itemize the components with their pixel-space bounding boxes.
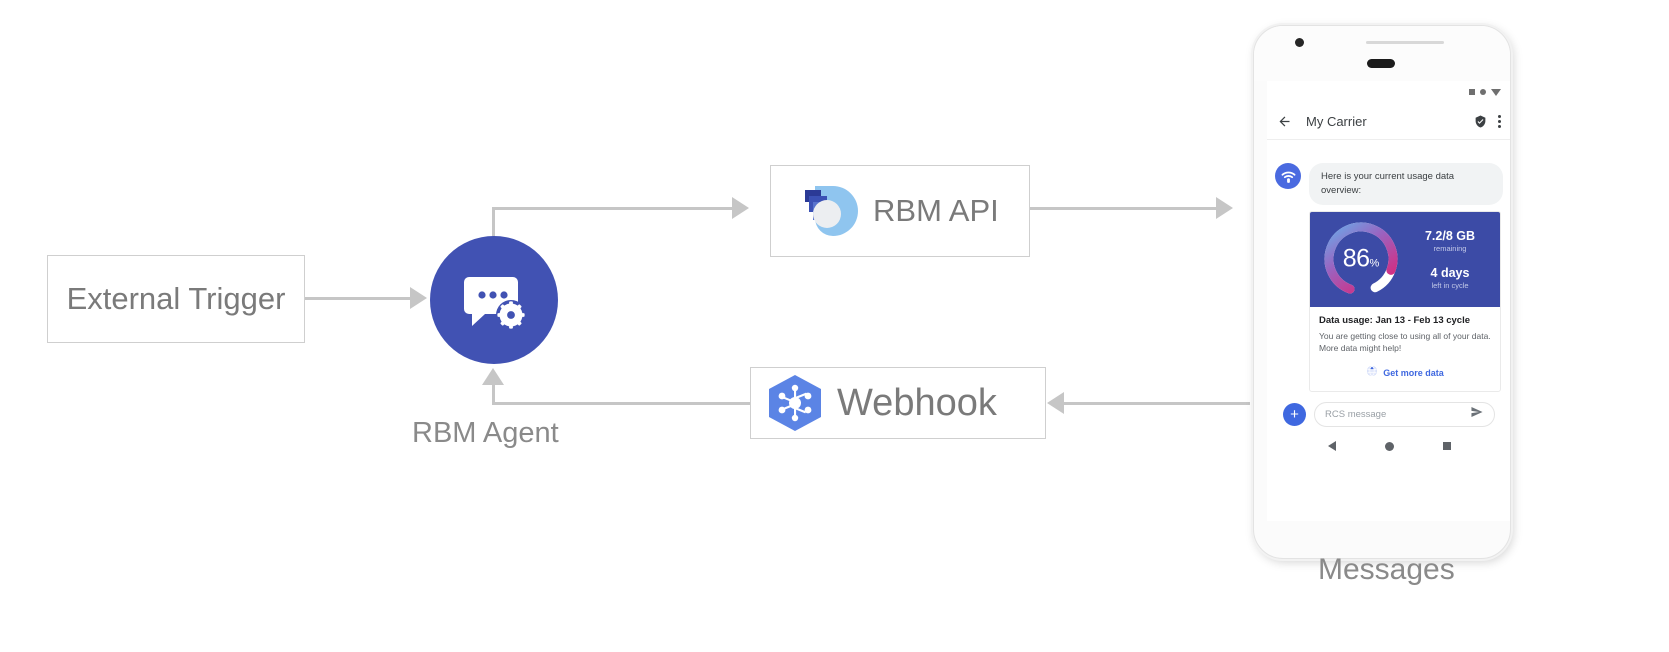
phone-speaker-icon xyxy=(1367,59,1395,68)
recents-square-icon[interactable] xyxy=(1442,442,1451,451)
home-circle-icon[interactable] xyxy=(1384,441,1394,451)
gauge-value: 86 xyxy=(1342,244,1370,273)
phone-camera-icon xyxy=(1295,38,1304,47)
back-triangle-icon[interactable] xyxy=(1327,441,1336,452)
android-nav-bar xyxy=(1275,433,1503,459)
conversation-area: Here is your current usage data overview… xyxy=(1267,163,1510,460)
connector-agent-up xyxy=(492,207,495,239)
arrowhead-trigger-to-agent xyxy=(410,287,427,309)
stat-days-sub: left in cycle xyxy=(1431,280,1469,290)
phone-mockup: My Carrier Here is your curr xyxy=(1253,25,1511,559)
message-composer: + RCS message xyxy=(1275,392,1503,433)
rbm-agent-caption: RBM Agent xyxy=(412,417,559,449)
phone-screen: My Carrier Here is your curr xyxy=(1267,81,1510,521)
arrowhead-phone-to-webhook xyxy=(1047,392,1064,414)
messages-caption: Messages xyxy=(1318,553,1455,586)
card-body: Data usage: Jan 13 - Feb 13 cycle You ar… xyxy=(1310,307,1500,392)
rcs-message-input[interactable]: RCS message xyxy=(1314,402,1495,428)
plus-icon[interactable]: + xyxy=(1283,403,1306,427)
arrowhead-agent-to-api xyxy=(732,197,749,219)
arrowhead-webhook-to-agent xyxy=(482,368,504,385)
status-bar xyxy=(1267,81,1510,103)
connector-agent-up-stub xyxy=(492,385,495,403)
triangle-down-icon xyxy=(1491,88,1501,96)
stat-data-sub: remaining xyxy=(1433,243,1467,253)
rbm-api-logo-icon xyxy=(801,186,858,236)
external-trigger-label: External Trigger xyxy=(66,281,286,316)
rcs-message-placeholder: RCS message xyxy=(1325,409,1387,421)
app-bar-title: My Carrier xyxy=(1306,113,1367,129)
dot-icon xyxy=(1480,89,1486,95)
arrowhead-api-to-phone xyxy=(1216,197,1233,219)
gauge-label: 86% xyxy=(1318,245,1404,274)
connector-webhook-to-agent xyxy=(492,402,750,405)
gauge-unit: % xyxy=(1369,257,1380,270)
webhook-node[interactable]: Webhook xyxy=(750,367,1046,439)
card-hero: 86% 7.2/8 GB remaining 4 days left in cy… xyxy=(1310,211,1500,307)
globe-icon xyxy=(1366,364,1378,382)
rcs-bot-icon xyxy=(1275,163,1301,189)
usage-gauge: 86% xyxy=(1318,216,1404,302)
chat-gear-icon xyxy=(464,277,526,330)
connector-api-to-phone xyxy=(1030,207,1216,210)
stat-data-main: 7.2/8 GB xyxy=(1424,228,1476,243)
external-trigger-node[interactable]: External Trigger xyxy=(47,255,305,343)
verified-shield-icon xyxy=(1474,115,1487,128)
stat-days-main: 4 days xyxy=(1430,265,1470,280)
phone-top-bezel xyxy=(1254,26,1510,81)
webhook-label: Webhook xyxy=(837,381,997,424)
stat-block-data: 7.2/8 GB remaining xyxy=(1404,229,1496,253)
bot-message-bubble: Here is your current usage data overview… xyxy=(1309,163,1503,205)
card-title: Data usage: Jan 13 - Feb 13 cycle xyxy=(1319,314,1471,326)
connector-phone-to-webhook xyxy=(1064,402,1250,405)
square-icon xyxy=(1469,89,1475,95)
stat-block-days: 4 days left in cycle xyxy=(1404,266,1496,290)
card-description: You are getting close to using all of yo… xyxy=(1319,330,1491,353)
rich-card[interactable]: 86% 7.2/8 GB remaining 4 days left in cy… xyxy=(1309,210,1501,393)
hero-stats: 7.2/8 GB remaining 4 days left in cycle xyxy=(1404,229,1500,290)
overflow-menu-icon[interactable] xyxy=(1498,114,1501,128)
connector-trigger-to-agent xyxy=(305,297,410,300)
back-arrow-icon[interactable] xyxy=(1277,114,1292,129)
get-more-data-label: Get more data xyxy=(1383,368,1444,379)
connector-agent-to-api xyxy=(492,207,732,210)
app-bar: My Carrier xyxy=(1267,103,1510,140)
message-row: Here is your current usage data overview… xyxy=(1275,163,1503,205)
webhook-hexagon-icon xyxy=(769,375,821,431)
get-more-data-button[interactable]: Get more data xyxy=(1319,364,1491,382)
send-icon[interactable] xyxy=(1470,405,1484,424)
phone-sensor-strip xyxy=(1366,41,1444,44)
rbm-agent-node[interactable] xyxy=(430,236,558,364)
rbm-api-label: RBM API xyxy=(873,193,999,228)
rbm-api-node[interactable]: RBM API xyxy=(770,165,1030,257)
